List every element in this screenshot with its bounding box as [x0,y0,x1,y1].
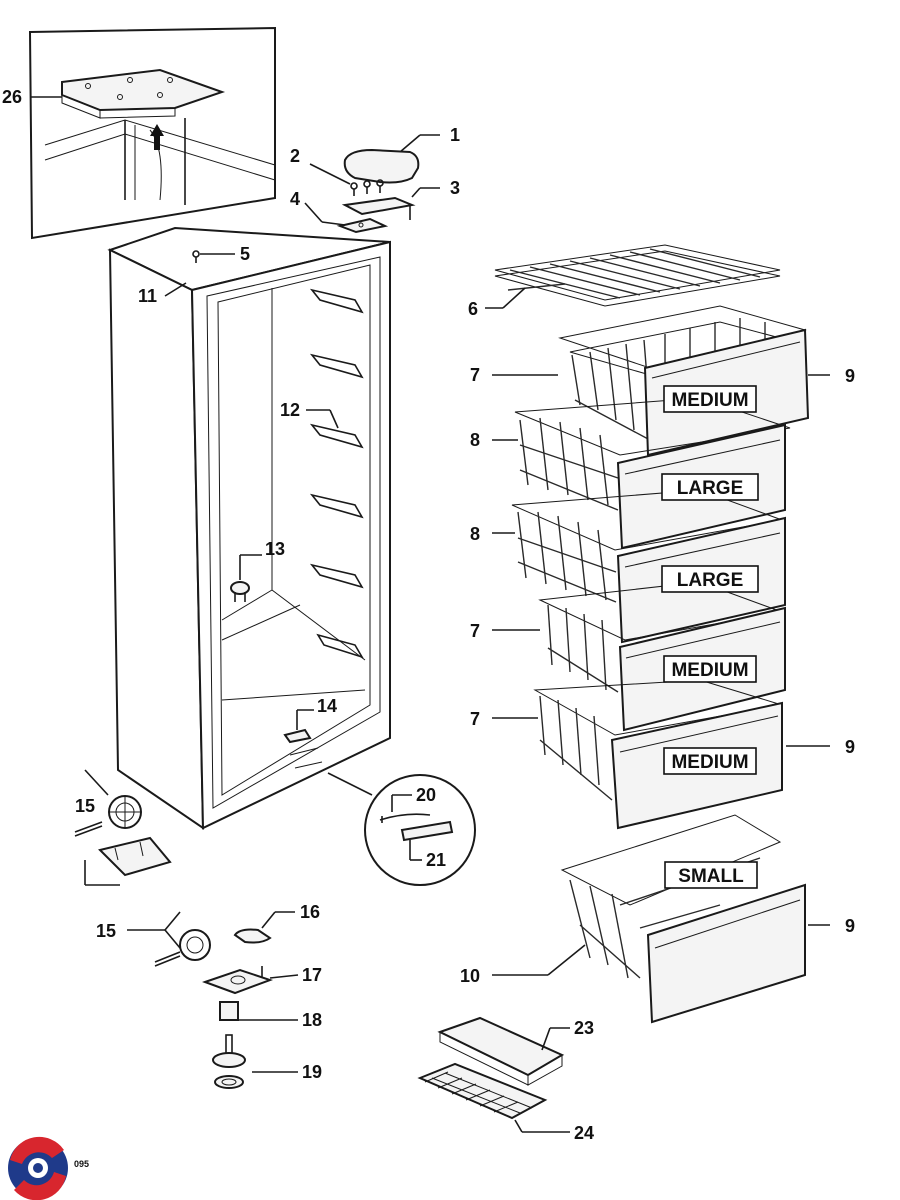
detail-circle [364,774,476,886]
basket-label-1: MEDIUM [671,390,748,411]
basket-badge-2: LARGE [661,473,759,501]
basket-badge-6: SMALL [664,861,758,889]
callout-14: 14 [317,696,337,716]
basket-small [560,814,806,1024]
basket-label-2: LARGE [677,478,744,499]
callout-9a: 9 [845,366,855,386]
callout-7c: 7 [470,709,480,729]
callout-7a: 7 [470,365,480,385]
callout-15a: 15 [75,796,95,816]
callout-24: 24 [574,1123,594,1143]
callout-4: 4 [290,189,300,209]
callout-3: 3 [450,178,460,198]
callout-19: 19 [302,1062,322,1082]
brand-swirl-icon [8,1136,68,1200]
callout-9c: 9 [845,916,855,936]
callout-1: 1 [450,125,460,145]
diagram-code: 095 [74,1159,89,1169]
wire-shelf [485,244,781,309]
basket-label-6: SMALL [678,866,744,887]
ice-tray-parts [417,1016,570,1133]
callout-10: 10 [460,966,480,986]
hinge-inset [28,26,276,240]
callout-18: 18 [302,1010,322,1030]
basket-label-3: LARGE [677,570,744,591]
callout-13: 13 [265,539,285,559]
callout-26: 26 [2,87,22,107]
callout-17: 17 [302,965,322,985]
callout-9b: 9 [845,737,855,757]
basket-badge-3: LARGE [661,565,759,593]
callout-6: 6 [468,299,478,319]
callout-5: 5 [240,244,250,264]
callout-labels: 1 2 3 4 5 6 7 8 8 7 7 9 9 9 10 11 12 13 … [2,87,855,1143]
callout-16: 16 [300,902,320,922]
callout-8b: 8 [470,524,480,544]
shelf-supports [309,288,364,659]
basket-label-5: MEDIUM [671,752,748,773]
top-parts [304,134,440,234]
callout-12: 12 [280,400,300,420]
front-foot-parts [127,911,299,1089]
up-arrow-icon [150,124,164,150]
rear-wheel-parts [74,769,172,886]
callout-15b: 15 [96,921,116,941]
basket-leaders [492,374,830,976]
callout-21: 21 [426,850,446,870]
callout-8a: 8 [470,430,480,450]
callout-11: 11 [138,286,157,306]
callout-20: 20 [416,785,436,805]
callout-2: 2 [290,146,300,166]
freezer-cabinet [107,226,391,830]
basket-badge-4: MEDIUM [663,655,757,683]
basket-badge-5: MEDIUM [663,747,757,775]
callout-23: 23 [574,1018,594,1038]
basket-label-4: MEDIUM [671,660,748,681]
callout-7b: 7 [470,621,480,641]
basket-badge-1: MEDIUM [663,385,757,413]
